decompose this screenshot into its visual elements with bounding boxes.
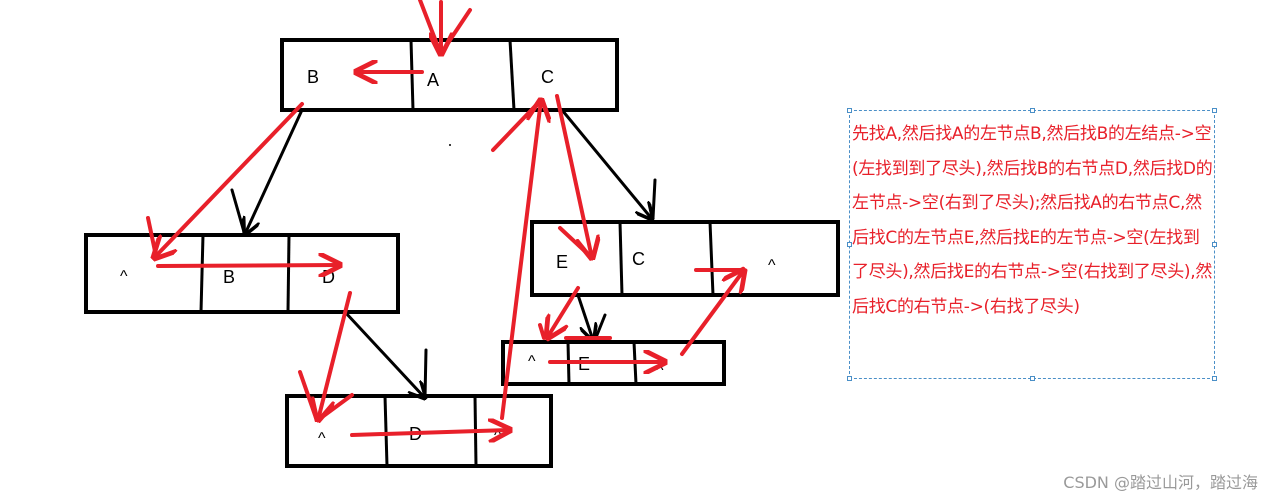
traversal-up-to-c-right (680, 270, 744, 356)
root-right-label: C (541, 67, 554, 87)
traversal-entry-stroke-left (418, 0, 442, 54)
pointer-root-to-left (245, 108, 304, 234)
traversal-path (146, 0, 744, 435)
node-right-child: E C ^ (530, 220, 840, 297)
traversal-b-to-left-child (154, 102, 304, 258)
left-child-data-label: B (223, 267, 235, 287)
tree-pointer-arrows (230, 108, 657, 400)
resize-handle-bottom[interactable] (1030, 376, 1035, 381)
traversal-c-tick (491, 98, 543, 152)
traversal-b-tick (146, 216, 158, 258)
root-data-label: A (427, 70, 439, 90)
pointer-right-to-grandchild (576, 293, 593, 340)
traversal-d-tick-left (298, 370, 318, 420)
node-root: B A C (280, 38, 619, 112)
explanation-text: 先找A,然后找A的左节点B,然后找B的左结点->空(左找到到了尽头),然后找B的… (852, 124, 1213, 317)
resize-handle-bottom-left[interactable] (847, 376, 852, 381)
right-grandchild-right-label: ^ (656, 362, 664, 379)
root-left-label: B (307, 67, 319, 87)
traversal-e-to-grandchild (547, 286, 580, 338)
resize-handle-right[interactable] (1212, 242, 1217, 247)
left-child-left-label: ^ (120, 268, 128, 285)
resize-handle-top-left[interactable] (847, 108, 852, 113)
traversal-b-to-d (156, 265, 340, 266)
left-child-right-label: D (322, 267, 335, 287)
traversal-d-to-grandchild (318, 291, 352, 420)
pointer-right-to-grandchild-tick (593, 313, 607, 342)
node-left-child: ^ B D (84, 233, 400, 314)
pointer-left-to-grandchild-tick (423, 348, 428, 400)
right-grandchild-left-label: ^ (528, 353, 536, 370)
stray-dot (449, 144, 451, 146)
resize-handle-top[interactable] (1030, 108, 1035, 113)
explanation-note: 先找A,然后找A的左节点B,然后找B的左结点->空(左找到到了尽头),然后找B的… (847, 108, 1217, 381)
pointer-root-to-right (560, 108, 652, 219)
right-child-right-label: ^ (768, 257, 776, 274)
traversal-e-grandchild-tick (538, 323, 546, 340)
left-grandchild-left-label: ^ (318, 430, 326, 447)
pointer-root-to-right-tick (651, 178, 657, 220)
traversal-c-to-e (555, 94, 592, 258)
resize-handle-left[interactable] (847, 242, 852, 247)
traversal-up-to-c (500, 100, 541, 420)
watermark: CSDN @踏过山河，踏过海 (1063, 473, 1258, 492)
pointer-root-to-left-tick (230, 188, 246, 234)
traversal-e-tick (558, 226, 592, 258)
traversal-d-tick-right (316, 393, 354, 422)
resize-handle-top-right[interactable] (1212, 108, 1217, 113)
right-child-left-label: E (556, 252, 568, 272)
pointer-left-to-grandchild (343, 310, 425, 398)
resize-handle-bottom-right[interactable] (1212, 376, 1217, 381)
traversal-caret-to-d-end (350, 430, 510, 435)
right-child-data-label: C (632, 249, 645, 269)
traversal-entry-stroke-right (440, 8, 472, 54)
